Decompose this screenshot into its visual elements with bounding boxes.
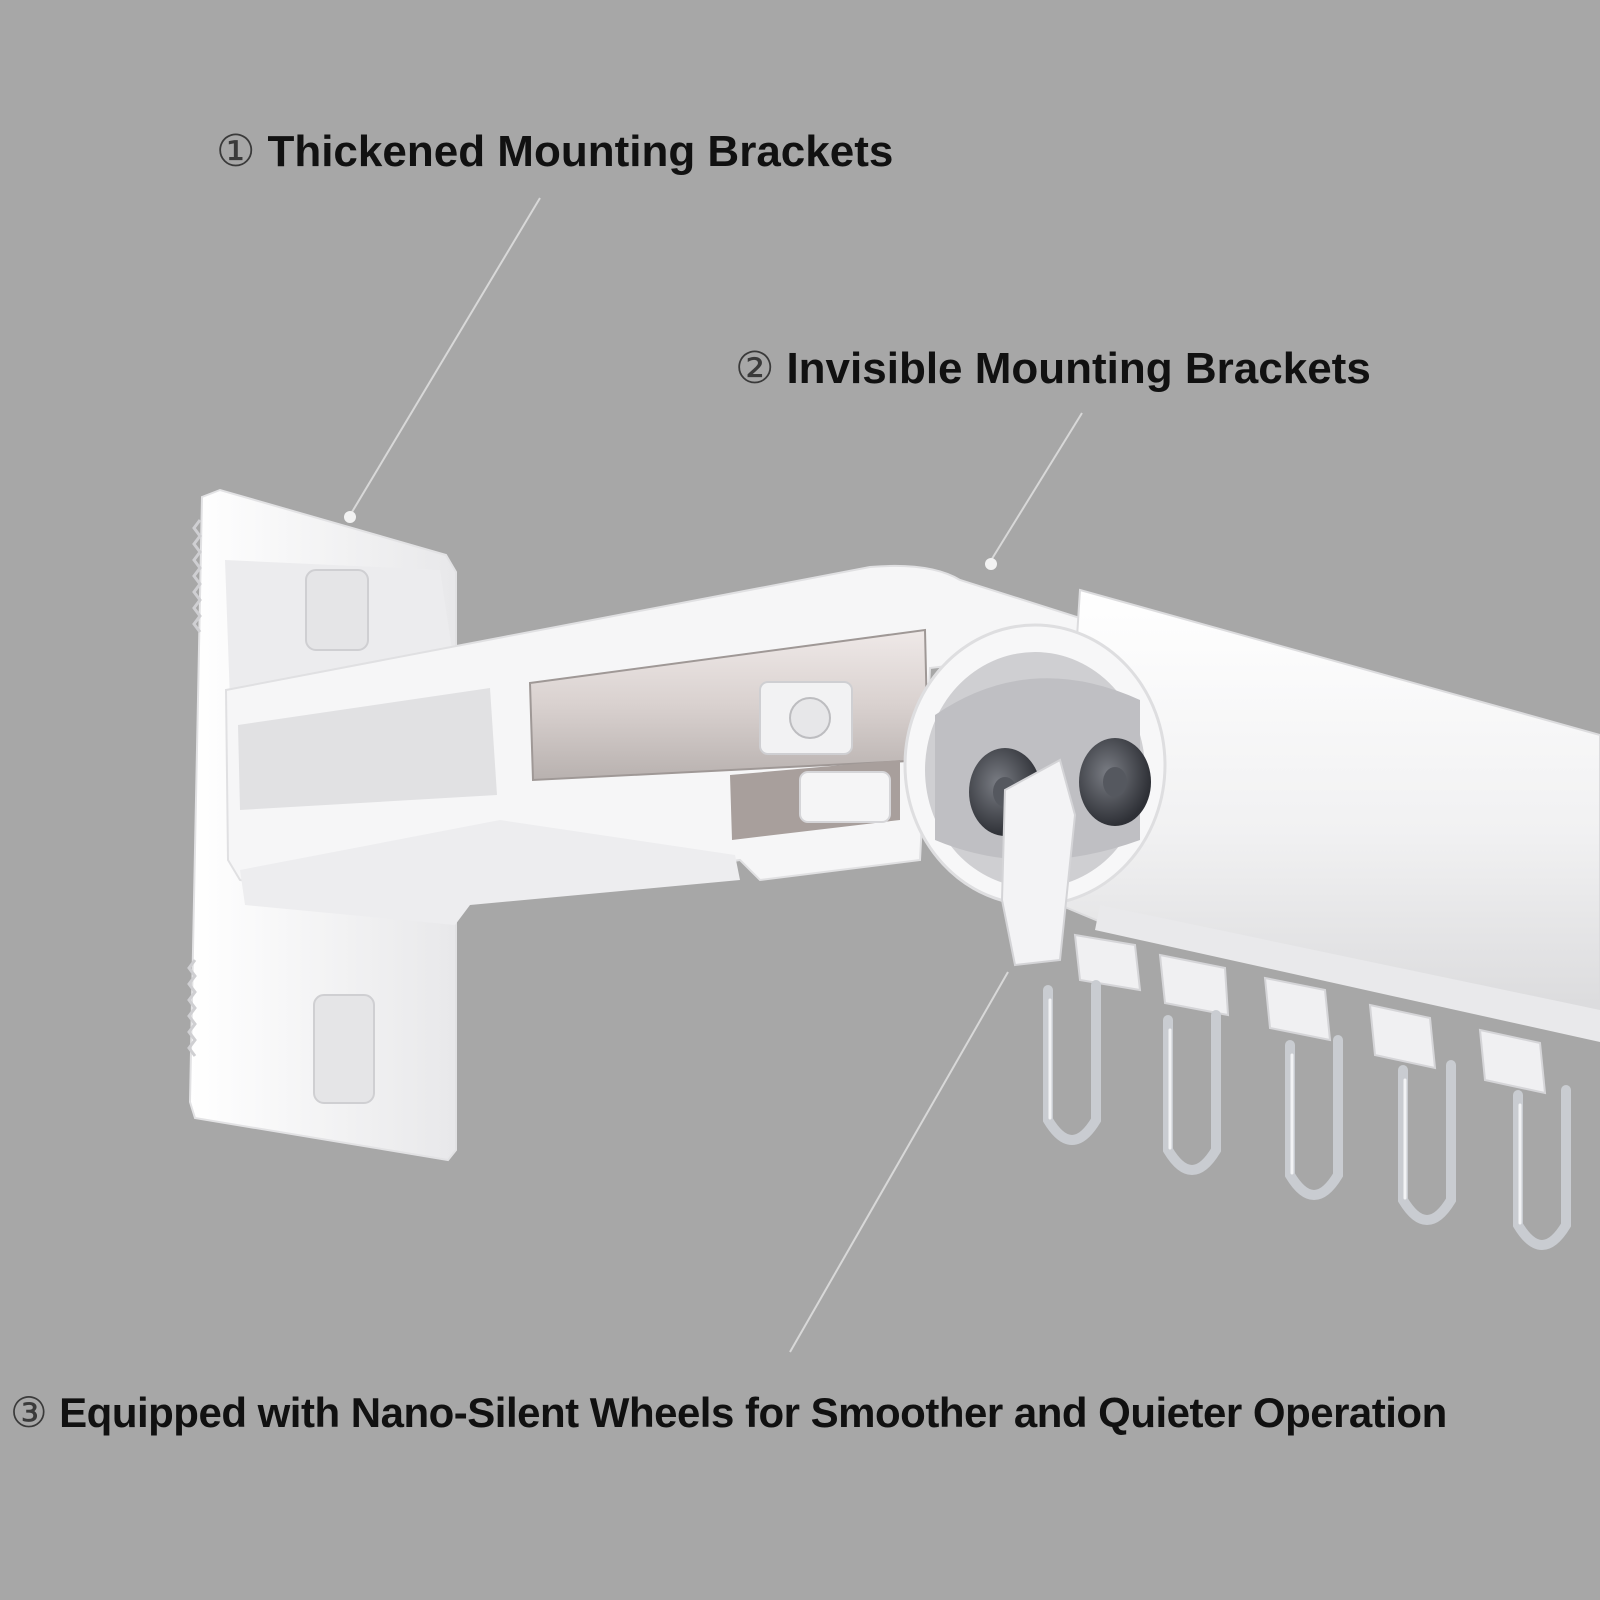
callout-label-3: Equipped with Nano-Silent Wheels for Smo… — [59, 1388, 1447, 1436]
nano-silent-wheels — [969, 738, 1151, 967]
callout-number-2: ② — [735, 344, 775, 393]
hook-1 — [1043, 980, 1101, 1145]
curtain-hooks — [1043, 980, 1571, 1250]
bracket-serrations — [187, 519, 202, 1057]
hook-3 — [1285, 1035, 1343, 1200]
callout-label-2: Invisible Mounting Brackets — [786, 343, 1371, 393]
runner-4 — [1368, 1003, 1437, 1070]
callout-number-1: ① — [216, 127, 256, 176]
curtain-hook-highlights — [1048, 998, 1522, 1225]
leader-line-3 — [789, 971, 1009, 1353]
leader-line-1 — [351, 197, 541, 513]
bracket-slot-top — [305, 569, 369, 651]
callout-thickened-mounting-brackets: ① Thickened Mounting Brackets — [216, 126, 893, 177]
bracket-slot-bottom — [313, 994, 375, 1104]
arm-lower — [240, 820, 740, 925]
leader-dot-1 — [344, 511, 356, 523]
wheel-right-hub — [1103, 767, 1127, 797]
leader-line-2 — [989, 412, 1083, 563]
leader-lines — [351, 197, 1083, 1353]
curtain-rail — [903, 588, 1600, 1042]
rail-lip — [1095, 905, 1600, 1042]
callout-invisible-mounting-brackets: ② Invisible Mounting Brackets — [735, 343, 1371, 394]
hook-4 — [1398, 1060, 1456, 1225]
slider-foot — [799, 771, 891, 823]
hook-5 — [1513, 1085, 1571, 1250]
callout-label-1: Thickened Mounting Brackets — [267, 126, 894, 176]
slider-roller — [789, 697, 831, 739]
arm-cavity — [238, 688, 497, 810]
runner-3 — [1263, 976, 1332, 1042]
runner-5 — [1478, 1028, 1547, 1095]
callout-nano-silent-wheels: ③ Equipped with Nano-Silent Wheels for S… — [10, 1388, 1447, 1437]
runner-2 — [1158, 953, 1230, 1017]
callout-number-3: ③ — [10, 1389, 48, 1436]
hook-2 — [1163, 1010, 1221, 1175]
rail-runners — [1073, 933, 1547, 1095]
metal-slider — [528, 628, 930, 840]
leader-dot-2 — [985, 558, 997, 570]
wheel-carrier — [1000, 758, 1077, 967]
runner-1 — [1073, 933, 1142, 992]
